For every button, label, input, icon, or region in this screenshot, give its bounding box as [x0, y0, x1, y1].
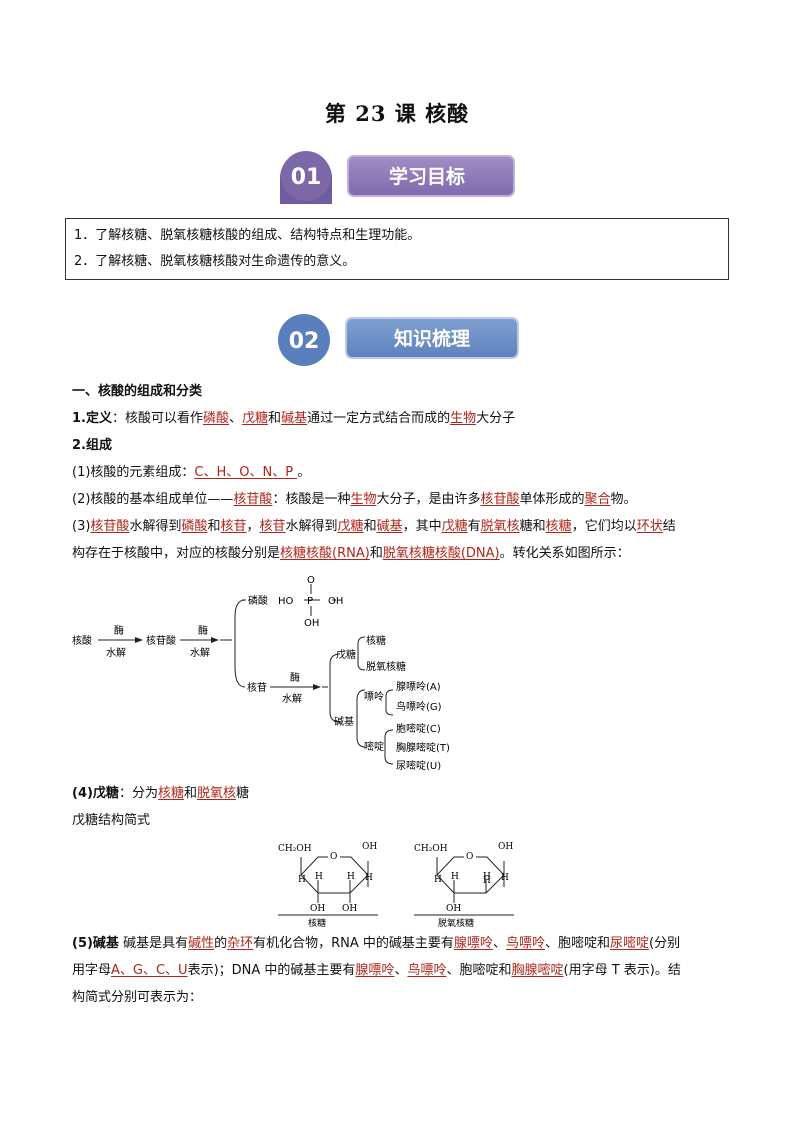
svg-text:H: H	[483, 872, 491, 882]
definition-line: 1.定义：核酸可以看作磷酸、戊糖和碱基通过一定方式结合而成的生物大分子	[72, 411, 516, 426]
svg-text:H: H	[434, 875, 442, 885]
page-title: 第 23 课 核酸	[324, 101, 470, 126]
svg-text:OH: OH	[446, 904, 461, 914]
svg-text:水解: 水解	[190, 646, 210, 659]
svg-text:H: H	[315, 872, 323, 882]
badge-01-label: 学习目标	[389, 165, 465, 188]
svg-text:OH: OH	[304, 618, 319, 629]
pentose-section: (4)戊糖：分为核糖和脱氧核糖 戊糖结构简式	[72, 780, 732, 834]
svg-text:胞嘧啶(C): 胞嘧啶(C)	[396, 722, 441, 735]
tree-nucleoside: 核苷	[247, 681, 267, 694]
svg-text:腺嘌呤(A): 腺嘌呤(A)	[396, 680, 441, 693]
svg-text:OH: OH	[362, 842, 377, 852]
section-badge-01: 01 学习目标	[280, 151, 515, 204]
composition-label: 2.组成	[72, 438, 112, 453]
base-paragraph: (5)碱基 碱基是具有碱性的杂环有机化合物，RNA 中的碱基主要有腺嘌呤、鸟嘌呤…	[72, 936, 681, 1005]
svg-text:嘌呤: 嘌呤	[364, 690, 384, 703]
svg-text:H: H	[298, 875, 306, 885]
svg-text:OH: OH	[310, 904, 325, 914]
svg-text:CH₂OH: CH₂OH	[278, 844, 312, 854]
goal-item: 1．了解核糖、脱氧核糖核酸的组成、结构特点和生理功能。	[74, 228, 421, 243]
base-section: (5)碱基 碱基是具有碱性的杂环有机化合物，RNA 中的碱基主要有腺嘌呤、鸟嘌呤…	[72, 930, 734, 1011]
badge-02-number: 02	[289, 329, 320, 354]
svg-text:核糖: 核糖	[366, 634, 386, 647]
svg-text:O: O	[466, 852, 473, 862]
badge-01-number: 01	[291, 165, 322, 190]
svg-text:P: P	[307, 596, 313, 607]
ribose-caption: 核糖	[308, 917, 326, 927]
svg-text:水解: 水解	[106, 646, 126, 659]
badge-02-label: 知识梳理	[394, 327, 470, 350]
section-heading: 一、核酸的组成和分类	[72, 384, 203, 399]
svg-text:OH: OH	[328, 596, 343, 607]
tree-nucleic-acid: 核酸	[72, 634, 92, 647]
svg-text:H: H	[347, 872, 355, 882]
section-composition: 一、核酸的组成和分类 1.定义：核酸可以看作磷酸、戊糖和碱基通过一定方式结合而成…	[72, 378, 732, 567]
svg-text:CH₂OH: CH₂OH	[414, 844, 448, 854]
tree-nucleotide: 核苷酸	[146, 634, 176, 647]
svg-text:H: H	[483, 876, 491, 886]
tree-pentose: 戊糖	[336, 648, 356, 661]
svg-text:鸟嘌呤(G): 鸟嘌呤(G)	[396, 700, 442, 713]
svg-text:H: H	[365, 873, 373, 883]
svg-text:O: O	[307, 575, 315, 586]
deoxyribose-caption: 脱氧核糖	[438, 917, 474, 927]
learning-goals-box: 1．了解核糖、脱氧核糖核酸的组成、结构特点和生理功能。 2．了解核糖、脱氧核糖核…	[65, 218, 729, 280]
svg-text:脱氧核糖: 脱氧核糖	[366, 660, 406, 673]
svg-text:嘧啶: 嘧啶	[364, 740, 384, 753]
svg-text:尿嘧啶(U): 尿嘧啶(U)	[396, 759, 441, 772]
svg-text:HO: HO	[278, 596, 294, 607]
svg-text:酶: 酶	[290, 671, 300, 684]
pentose-structure-label: 戊糖结构简式	[72, 813, 151, 828]
pentose-structures: CH₂OH O OH H H H H OH OH 核糖 CH₂OH O OH H…	[278, 842, 514, 927]
svg-text:胸腺嘧啶(T): 胸腺嘧啶(T)	[396, 741, 450, 754]
svg-text:酶: 酶	[114, 624, 124, 637]
svg-text:OH: OH	[342, 904, 357, 914]
svg-text:水解: 水解	[282, 692, 302, 705]
svg-text:酶: 酶	[198, 624, 208, 637]
elements-line: (1)核酸的元素组成：C、H、O、N、P 。	[72, 465, 311, 480]
tree-base: 碱基	[334, 715, 354, 728]
goal-item: 2．了解核糖、脱氧核糖核酸对生命遗传的意义。	[74, 254, 356, 269]
unit-line: (2)核酸的基本组成单位——核苷酸：核酸是一种生物大分子，是由许多核苷酸单体形成…	[72, 492, 637, 507]
svg-text:OH: OH	[498, 842, 513, 852]
svg-text:H: H	[501, 873, 509, 883]
hydrolysis-paragraph: (3)核苷酸水解得到磷酸和核苷，核苷水解得到戊糖和碱基，其中戊糖有脱氧核糖和核糖…	[72, 519, 676, 561]
svg-text:H: H	[451, 872, 459, 882]
svg-text:O: O	[330, 852, 337, 862]
tree-phosphoric-acid: 磷酸	[248, 594, 268, 607]
section-badge-02: 02 知识梳理	[278, 314, 519, 366]
hydrolysis-diagram: 核酸 酶 水解 核苷酸 酶 水解 磷酸 HO P OH O OH 核苷 酶 水解…	[72, 575, 450, 772]
pentose-line: (4)戊糖：分为核糖和脱氧核糖	[72, 786, 250, 801]
